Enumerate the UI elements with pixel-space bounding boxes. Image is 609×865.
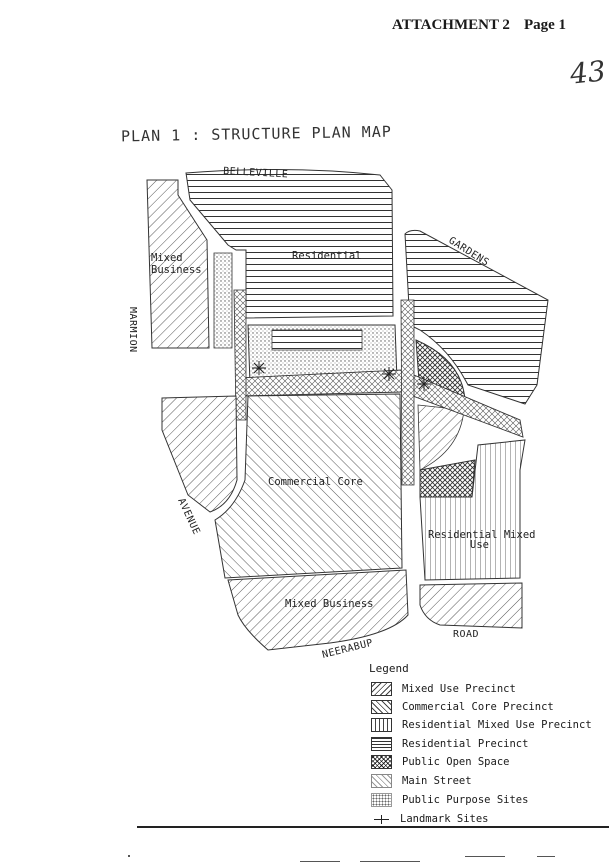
small-building bbox=[271, 329, 363, 351]
residential-top-area bbox=[185, 168, 394, 319]
mixed-use-swatch bbox=[371, 681, 392, 696]
label-mixed-business-top-1: Mixed bbox=[151, 252, 183, 264]
page-label: Page 1 bbox=[523, 17, 567, 33]
legend-label: Residential Precinct bbox=[402, 737, 529, 750]
label-commercial-core: Commercial Core bbox=[268, 476, 363, 488]
mixed-use-wedge bbox=[417, 404, 465, 471]
legend-label: Landmark Sites bbox=[400, 812, 489, 825]
legend-label: Public Purpose Sites bbox=[402, 793, 529, 806]
commercial-core-area bbox=[214, 393, 403, 579]
attachment-label: ATTACHMENT 2 bbox=[392, 17, 510, 33]
street-belleville: BELLEVILLE bbox=[223, 166, 289, 180]
main-street-north-south bbox=[400, 299, 415, 486]
mixed-business-top-area bbox=[146, 179, 210, 349]
public-purpose-swatch bbox=[371, 792, 392, 807]
legend-label: Public Open Space bbox=[402, 755, 510, 768]
main-street-swatch bbox=[371, 773, 392, 788]
legend-label: Commercial Core Precinct bbox=[402, 700, 554, 713]
label-mixed-business-top-2: Business bbox=[151, 264, 202, 276]
scan-speck bbox=[465, 856, 505, 857]
attachment-header: ATTACHMENT 2 Page 1 bbox=[392, 17, 566, 34]
mixed-use-bottom-right-area bbox=[419, 582, 523, 629]
legend-item-public-purpose: Public Purpose Sites bbox=[371, 792, 528, 807]
label-residential-mixed-1: Residential Mixed bbox=[428, 529, 535, 541]
landmark-marker-west bbox=[252, 361, 266, 375]
legend-label: Residential Mixed Use Precinct bbox=[402, 718, 592, 731]
street-marmion: MARMION bbox=[127, 307, 138, 353]
mixed-business-bottom-area bbox=[227, 569, 409, 651]
scan-speck bbox=[300, 861, 340, 862]
landmark-marker-east bbox=[417, 377, 431, 391]
legend-label: Main Street bbox=[402, 774, 472, 787]
landmark-marker-center bbox=[382, 367, 396, 381]
legend-item-commercial-core: Commercial Core Precinct bbox=[371, 699, 554, 714]
legend-item-residential-mixed: Residential Mixed Use Precinct bbox=[371, 717, 592, 732]
scan-speck bbox=[360, 861, 420, 862]
residential-mixed-use-area bbox=[419, 439, 526, 581]
street-road: ROAD bbox=[453, 629, 479, 640]
residential-swatch bbox=[371, 736, 392, 751]
legend-title: Legend bbox=[369, 662, 409, 675]
residential-mixed-swatch bbox=[371, 717, 392, 732]
legend-item-landmark: Landmark Sites bbox=[371, 811, 489, 826]
label-mixed-business-bottom: Mixed Business bbox=[285, 598, 374, 610]
commercial-core-swatch bbox=[371, 699, 392, 714]
label-residential: Residential bbox=[292, 250, 362, 262]
main-street-west-stub bbox=[233, 289, 247, 421]
landmark-swatch bbox=[371, 812, 392, 826]
scan-speck bbox=[128, 855, 130, 857]
scan-speck bbox=[537, 856, 555, 857]
legend-item-open-space: Public Open Space bbox=[371, 754, 509, 769]
mixed-business-left-area bbox=[161, 395, 238, 513]
legend-label: Mixed Use Precinct bbox=[402, 682, 516, 695]
legend-item-main-street: Main Street bbox=[371, 773, 472, 788]
legend-item-mixed-use: Mixed Use Precinct bbox=[371, 681, 516, 696]
open-space-swatch bbox=[371, 754, 392, 769]
legend-item-residential: Residential Precinct bbox=[371, 736, 528, 751]
footer-rule bbox=[137, 826, 609, 828]
public-purpose-strip bbox=[213, 252, 233, 349]
residential-gardens-area bbox=[404, 229, 549, 405]
label-residential-mixed-2: Use bbox=[470, 539, 489, 551]
